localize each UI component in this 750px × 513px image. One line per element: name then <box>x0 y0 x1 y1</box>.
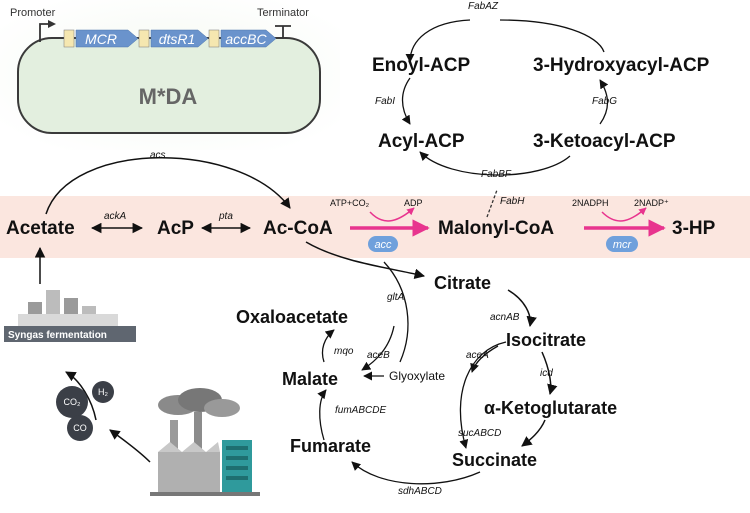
succinate-node: Succinate <box>452 450 537 470</box>
glta-label: gltA <box>387 292 405 303</box>
oxaloacetate-node: Oxaloacetate <box>236 307 348 327</box>
sdhabcd-label: sdhABCD <box>398 486 442 497</box>
akg-node: α-Ketoglutarate <box>484 398 617 418</box>
pta-label: pta <box>218 211 233 222</box>
aceb-arrow <box>361 325 395 371</box>
acnab-label: acnAB <box>490 312 520 323</box>
accoa-to-citrate-arrow <box>305 241 426 279</box>
promoter-arrow-icon <box>39 23 50 42</box>
nadp-label: 2NADP⁺ <box>634 198 669 208</box>
accoa-node: Ac-CoA <box>263 218 333 239</box>
promoter-label: Promoter <box>10 7 56 19</box>
rbs-block-1 <box>63 29 75 48</box>
fumabcde-arrow <box>317 389 327 441</box>
mqo-label: mqo <box>334 346 354 357</box>
fabaz-arrow <box>405 19 471 63</box>
factory-icon <box>150 388 260 496</box>
isocitrate-node: Isocitrate <box>506 330 586 350</box>
nadph-label: 2NADPH <box>572 198 609 208</box>
co-label: CO <box>73 423 87 433</box>
fermenter-icon <box>18 290 118 326</box>
gas-to-fermenter-arrow <box>65 371 97 421</box>
mcr-pill <box>606 236 638 252</box>
syngas-section: Syngas fermentation CO₂ H₂ CO <box>4 246 260 496</box>
hp3-node: 3-HP <box>672 218 716 239</box>
citrate-node: Citrate <box>434 273 491 293</box>
acyl-acp-node: Acyl-ACP <box>378 131 465 152</box>
acetate-node: Acetate <box>6 218 75 239</box>
fatty-acid-cycle: FabAZ FabI FabG FabBF FabH Enoyl-ACP 3-H… <box>372 1 710 218</box>
glyoxylate-node: Glyoxylate <box>389 369 445 383</box>
factory-to-gas-arrow <box>109 429 151 463</box>
gene-dtsr1-box <box>150 29 209 48</box>
hydroxyacyl-acp-node: 3-Hydroxyacyl-ACP <box>533 55 710 76</box>
fabi-arrow <box>401 77 411 125</box>
terminator-icon <box>275 25 291 38</box>
atp-co2-label: ATP+CO₂ <box>330 198 370 208</box>
tca-cycle: gltA acnAB icd sucABCD aceA aceB mqo fum… <box>236 241 617 497</box>
fabg-arrow <box>599 79 609 125</box>
adp-label: ADP <box>404 198 423 208</box>
fabaz-label: FabAZ <box>468 1 499 12</box>
terminator-label: Terminator <box>257 7 309 19</box>
enoyl-acp-node: Enoyl-ACP <box>372 55 471 76</box>
fabg-label: FabG <box>592 96 617 107</box>
icd-label: icd <box>540 368 553 379</box>
gene-mcr-label: MCR <box>85 31 117 47</box>
sucabcd-label: sucABCD <box>458 428 501 439</box>
fabi-label: FabI <box>375 96 395 107</box>
malonyl-coa-node: Malonyl-CoA <box>438 218 554 239</box>
acc-label: acc <box>374 239 392 251</box>
co2-label: CO₂ <box>64 397 82 407</box>
acea-succinate-arrow <box>459 341 507 449</box>
promoter-arrowhead-icon <box>48 20 56 28</box>
gene-mcr-box <box>75 29 139 48</box>
plasmid-name: M*DA <box>139 84 198 109</box>
icd-arrow <box>541 351 558 396</box>
gene-dtsr1-label: dtsR1 <box>159 31 196 47</box>
mqo-arrow <box>321 329 335 363</box>
fabh-label: FabH <box>500 196 525 207</box>
rbs-block-3 <box>208 29 220 48</box>
h2-label: H₂ <box>98 387 108 397</box>
acs-label: acs <box>150 150 166 161</box>
gene-accbc-label: accBC <box>225 31 267 47</box>
sucabcd-arrow <box>521 419 546 447</box>
fumarate-node: Fumarate <box>290 436 371 456</box>
fabbf-label: FabBF <box>481 169 512 180</box>
mcr-cofactor-arrow <box>601 207 647 222</box>
sdhabcd-arrow <box>351 461 481 485</box>
syngas-banner <box>4 326 136 342</box>
co2-bubble <box>56 386 88 418</box>
acc-pill <box>368 236 398 252</box>
acea-glyoxylate-arrow <box>470 345 499 373</box>
acc-cofactor-arrow <box>369 207 415 222</box>
fumabcde-label: fumABCDE <box>335 405 386 416</box>
fabaz-arc <box>499 19 605 53</box>
syngas-label: Syngas fermentation <box>8 330 107 341</box>
acea-label: aceA <box>466 350 489 361</box>
malate-node: Malate <box>282 369 338 389</box>
gene-accbc-box <box>220 29 277 48</box>
plasmid-panel: Promoter Terminator MCR dtsR1 accBC M*DA <box>0 0 340 150</box>
acp-node: AcP <box>157 218 194 239</box>
acnab-arrow <box>507 289 537 328</box>
rbs-block-2 <box>138 29 150 48</box>
mcr-label: mcr <box>613 239 633 251</box>
aceb-label: aceB <box>367 350 390 361</box>
co-bubble <box>67 415 93 441</box>
h2-bubble <box>92 381 114 403</box>
acs-arrow <box>45 157 291 215</box>
ketoacyl-acp-node: 3-Ketoacyl-ACP <box>533 131 676 152</box>
fabbf-arrow <box>419 151 571 176</box>
glta-arc <box>383 261 409 363</box>
acka-label: ackA <box>104 211 127 222</box>
